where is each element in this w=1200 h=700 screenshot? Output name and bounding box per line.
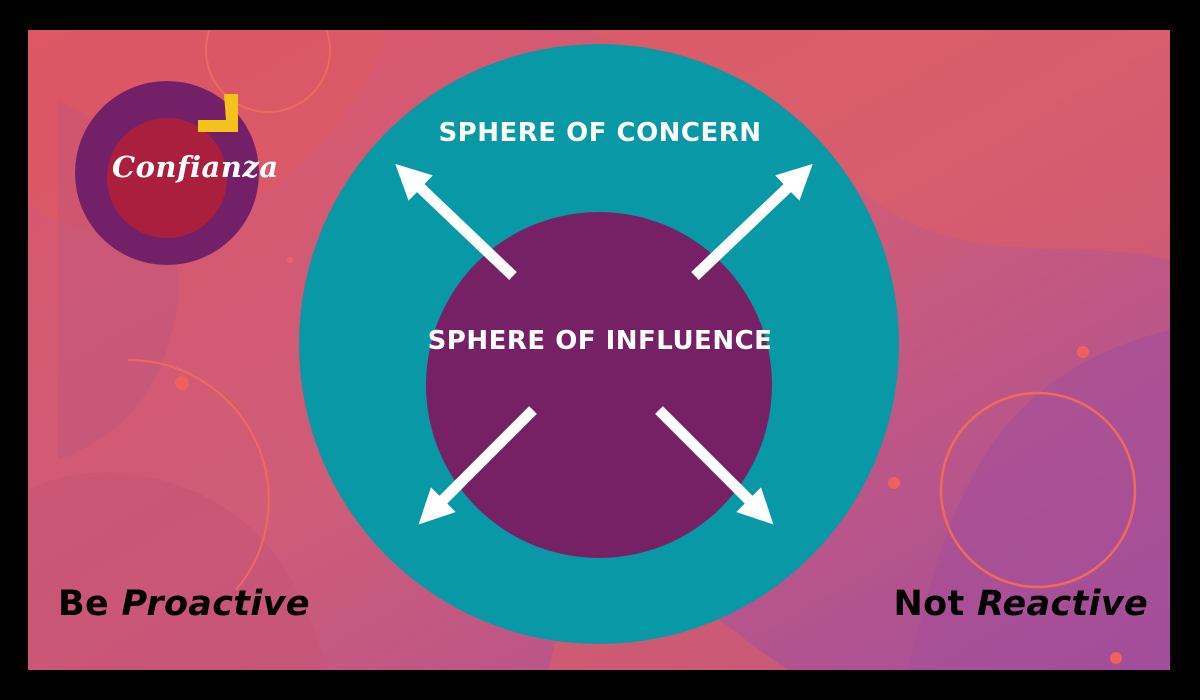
decor-dot bbox=[1110, 652, 1122, 664]
arrow-up-left bbox=[395, 163, 517, 280]
decor-dot bbox=[175, 376, 189, 390]
background-art bbox=[28, 30, 1170, 670]
decor-ring-right bbox=[939, 391, 1137, 589]
logo-mark bbox=[75, 81, 259, 265]
arrow-up-right bbox=[691, 163, 813, 280]
not-reactive-text: Not Reactive bbox=[894, 584, 1148, 624]
decor-ring-top bbox=[205, 30, 331, 113]
be-proactive-plain: Be bbox=[58, 584, 122, 624]
decor-dot bbox=[1077, 346, 1089, 358]
not-reactive-plain: Not bbox=[893, 584, 977, 624]
brand-logo: Confianza bbox=[72, 78, 278, 268]
decor-dot bbox=[888, 477, 900, 489]
sphere-of-influence-label: SPHERE OF INFLUENCE bbox=[427, 326, 773, 356]
sphere-of-influence-circle bbox=[426, 212, 772, 558]
decor-arc-left bbox=[127, 358, 270, 591]
arrow-down-right bbox=[655, 406, 774, 525]
blob-right bbox=[908, 330, 1170, 670]
logo-inner-circle bbox=[107, 118, 227, 238]
logo-wordmark: Confianza bbox=[112, 150, 279, 184]
be-proactive-text: Be Proactive bbox=[58, 584, 310, 624]
sphere-of-concern-label: SPHERE OF CONCERN bbox=[438, 118, 762, 148]
be-proactive-emphasis: Proactive bbox=[121, 584, 310, 624]
arrow-down-left bbox=[418, 406, 537, 525]
logo-corner-accent bbox=[198, 94, 238, 132]
not-reactive-emphasis: Reactive bbox=[977, 584, 1148, 624]
decor-dot bbox=[287, 257, 293, 263]
slide-canvas: Confianza SPHERE OF CONCERN SPHERE OF IN… bbox=[28, 30, 1170, 670]
expansion-arrows bbox=[395, 163, 813, 525]
blob-bottom-left bbox=[28, 472, 328, 670]
